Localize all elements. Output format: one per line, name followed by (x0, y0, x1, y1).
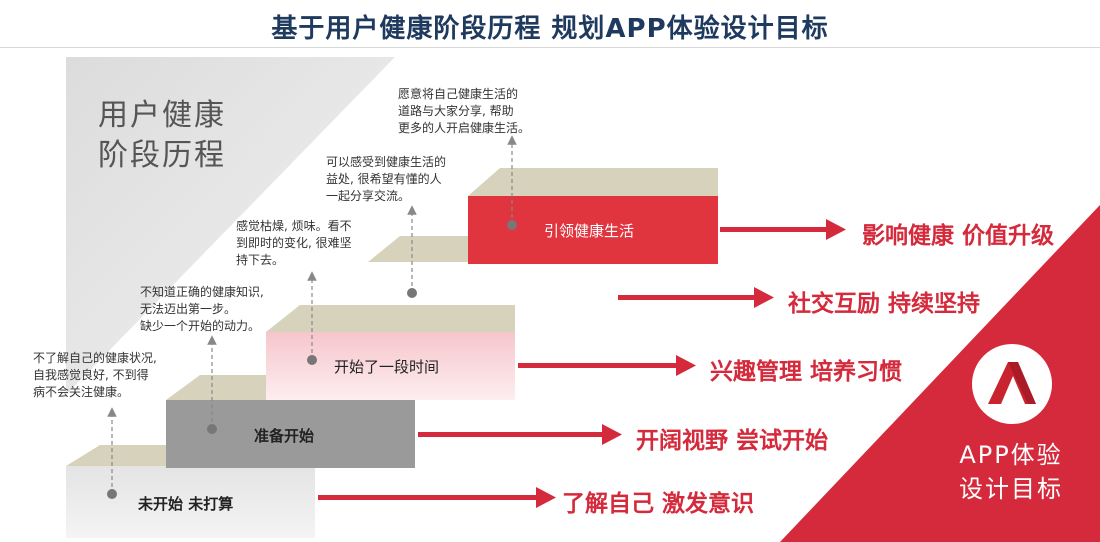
step-3-block (266, 305, 515, 400)
pointer-lines (107, 135, 517, 494)
step-2-block (166, 375, 415, 468)
title-divider (0, 47, 1100, 48)
goal-4: 社交互励 持续坚持 (788, 291, 981, 317)
corner-label: 用户健康 阶段历程 (98, 98, 226, 173)
corner-triangle (66, 57, 395, 395)
app-triangle (780, 205, 1100, 542)
note-step-1: 不了解自己的健康状况, 自我感觉良好, 不到得 病不会关注健康。 (33, 351, 157, 399)
pointer-dots (107, 220, 517, 499)
app-logo-icon (972, 344, 1052, 424)
step-2-label: 准备开始 (254, 427, 315, 445)
step-4-block (368, 168, 718, 264)
note-step-5: 愿意将自己健康生活的 道路与大家分享, 帮助 更多的人开启健康生活。 (398, 87, 531, 135)
step-3-label: 开始了一段时间 (334, 358, 440, 376)
page-title: 基于用户健康阶段历程 规划APP体验设计目标 (271, 14, 829, 44)
note-step-3: 感觉枯燥, 烦味。看不 到即时的变化, 很难坚 持下去。 (236, 219, 352, 267)
goal-2: 开阔视野 尝试开始 (636, 428, 829, 454)
app-goal-label: APP体验 设计目标 (959, 441, 1063, 503)
step-4-label: 引领健康生活 (544, 222, 635, 240)
goal-1: 了解自己 激发意识 (562, 491, 755, 517)
goal-arrows (318, 219, 846, 508)
note-step-2: 不知道正确的健康知识, 无法迈出第一步。 缺少一个开始的动力。 (140, 285, 264, 333)
step-1-label: 未开始 未打算 (138, 495, 234, 513)
goal-3: 兴趣管理 培养习惯 (710, 359, 903, 385)
note-step-4: 可以感受到健康生活的 益处, 很希望有懂的人 一起分享交流。 (326, 155, 447, 203)
goal-5: 影响健康 价值升级 (862, 223, 1055, 249)
